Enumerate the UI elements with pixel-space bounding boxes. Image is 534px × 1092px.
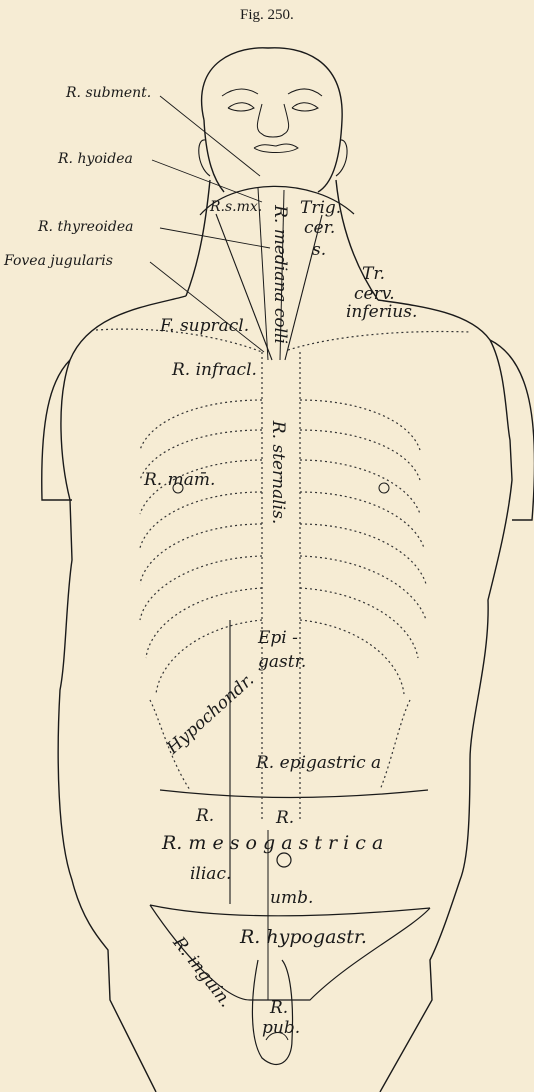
label-thyreoidea: R. thyreoidea (38, 220, 133, 234)
label-fovea-jugularis: Fovea jugularis (4, 254, 113, 268)
region-pub-r: R. (270, 1000, 288, 1017)
region-submaxillaris: R.s.mx. (210, 200, 262, 214)
label-submentalis: R. subment. (66, 86, 151, 100)
region-tr-cerv-2: cerv. (354, 286, 395, 303)
region-mammalis: R. mam̄. (144, 472, 215, 489)
region-gastr: gastr. (258, 654, 306, 671)
nose (257, 104, 288, 137)
region-infracl: R. infracl. (172, 362, 257, 379)
region-tr-cerv-3: inferius. (346, 304, 417, 321)
region-mediana-colli: R. mediana colli (271, 205, 288, 344)
region-sternalis: R. sternalis. (269, 421, 286, 524)
label-hyoidea: R. hyoidea (58, 152, 133, 166)
region-hypogastr: R. hypogastr. (240, 928, 367, 947)
region-f-supracl: F. supracl. (160, 318, 249, 335)
region-trig-cer-2: cer. (304, 220, 335, 237)
head-outline (202, 48, 343, 192)
region-trig-cer: Trig. (300, 200, 341, 217)
region-pubica: pub. (262, 1020, 300, 1037)
region-iliac-r: R. (196, 808, 214, 825)
mouth (254, 144, 298, 153)
leader-hyoidea (152, 160, 262, 202)
nipple-right (379, 483, 389, 493)
arm-stump-left (42, 360, 72, 500)
torso-right (378, 300, 512, 1092)
torso-left (58, 296, 186, 1092)
region-epi: Epi - (258, 630, 298, 647)
region-umbilicalis: umb. (270, 890, 313, 907)
region-mesogastrica: R. m e s o g a s t r i c a (162, 834, 383, 853)
figure-caption: Fig. 250. (240, 8, 294, 23)
region-iliac: iliac. (190, 866, 231, 883)
region-trig-cer-3: s. (312, 242, 326, 259)
arm-stump-right (490, 340, 534, 520)
eyebrow-right (288, 89, 322, 96)
region-tr-cerv: Tr. (362, 266, 385, 283)
leader-fovea (150, 262, 264, 352)
leader-thyreoidea (160, 228, 270, 248)
umbilicus (277, 853, 291, 867)
eyebrow-left (222, 89, 258, 96)
region-meso-r: R. (276, 810, 294, 827)
eye-right (292, 103, 318, 111)
eye-left (228, 103, 254, 111)
region-epigastrica: R. epigastric a (256, 755, 381, 772)
neck-left (186, 180, 210, 296)
epigastric-line (160, 790, 428, 798)
